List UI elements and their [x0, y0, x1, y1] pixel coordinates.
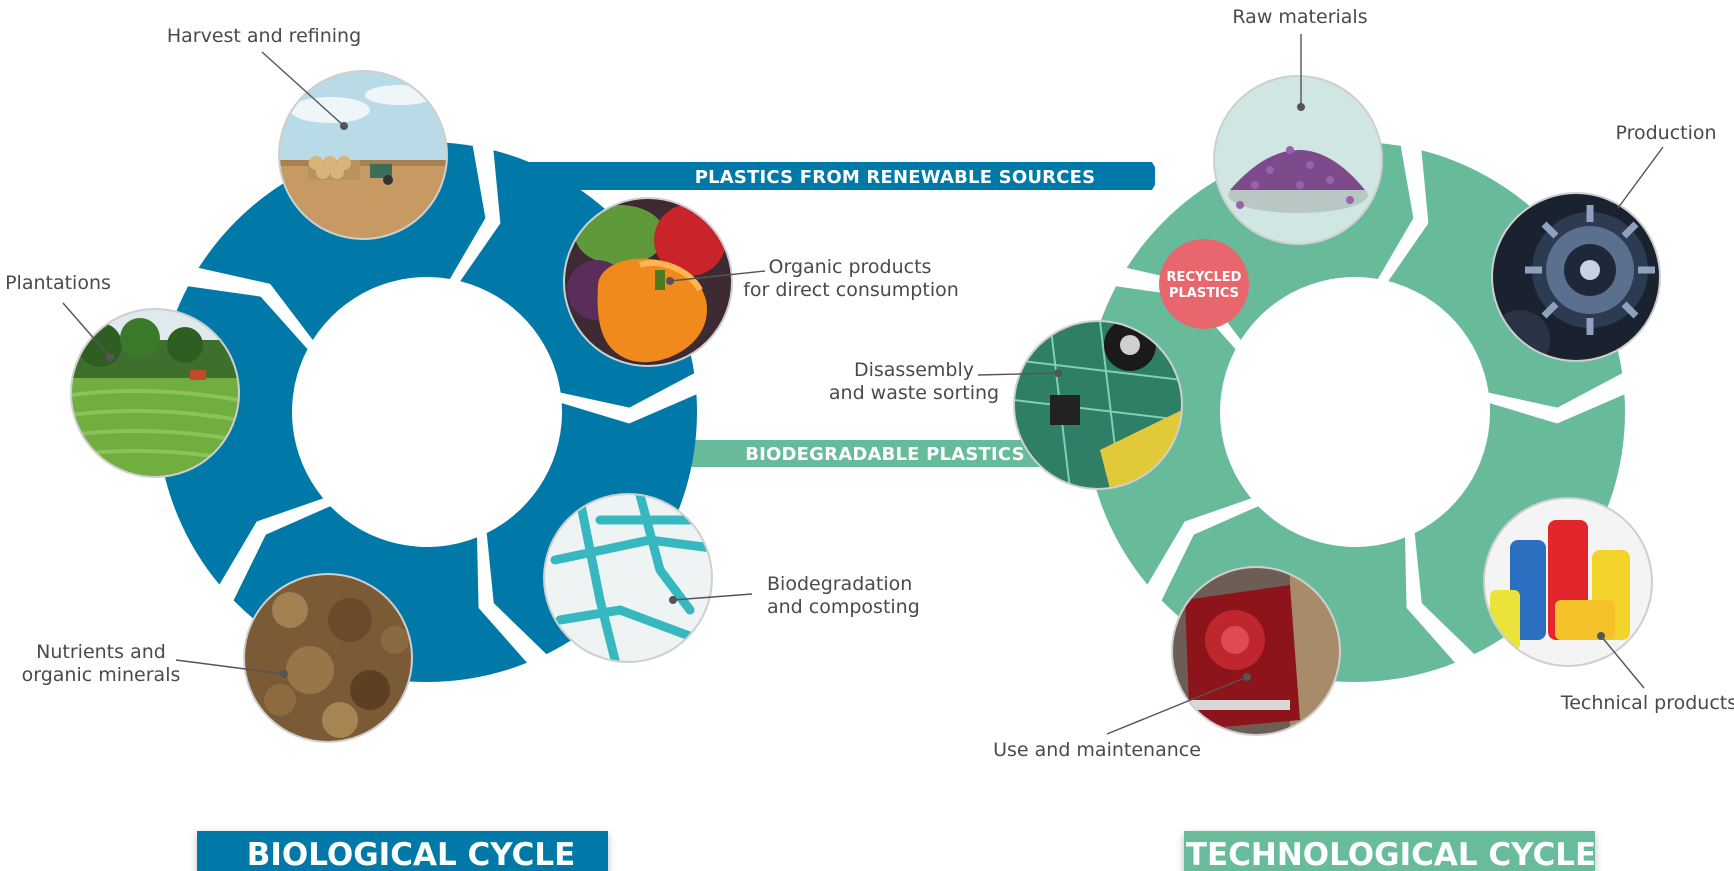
label-use: Use and maintenance — [993, 739, 1201, 761]
raw-materials-photo — [1213, 75, 1383, 245]
biological-cycle-title: BIOLOGICAL CYCLE — [197, 831, 608, 871]
harvest-photo — [278, 70, 448, 240]
badge-line-1: RECYCLED — [1167, 270, 1242, 285]
badge-line-2: PLASTICS — [1169, 286, 1239, 301]
technical-products-photo — [1483, 497, 1653, 667]
biodegradation-photo — [543, 493, 713, 663]
production-photo — [1491, 192, 1661, 362]
biodegradable-band-shape — [685, 440, 1048, 467]
technological-title-text: TECHNOLOGICAL CYCLE — [1186, 837, 1596, 871]
biodegradable-band-label: BIODEGRADABLE PLASTICS — [745, 444, 1025, 465]
label-nutrients-2: organic minerals — [22, 664, 181, 686]
leader-lines — [62, 34, 1664, 735]
label-nutrients-1: Nutrients and — [36, 641, 166, 663]
label-organic-1: Organic products — [769, 256, 932, 278]
technological-cycle-title: TECHNOLOGICAL CYCLE — [1184, 831, 1596, 871]
plantations-photo — [70, 308, 240, 478]
label-disassembly-1: Disassembly — [854, 359, 974, 381]
label-biodeg-2: and composting — [767, 596, 920, 618]
label-raw: Raw materials — [1232, 6, 1367, 28]
renewable-band-shape — [515, 162, 1155, 190]
label-technical: Technical products — [1560, 692, 1734, 714]
biological-title-text: BIOLOGICAL CYCLE — [247, 837, 576, 871]
organic-products-photo — [563, 197, 733, 367]
renewable-band-label: PLASTICS FROM RENEWABLE SOURCES — [695, 167, 1096, 188]
use-maintenance-photo — [1171, 566, 1341, 736]
label-disassembly-2: and waste sorting — [829, 382, 999, 404]
node-labels: Harvest and refining Organic products fo… — [5, 6, 1734, 761]
nutrients-photo — [243, 573, 413, 743]
recycled-plastics-badge: RECYCLED PLASTICS — [1159, 239, 1249, 329]
label-production: Production — [1615, 122, 1716, 144]
label-plantations: Plantations — [5, 272, 111, 294]
label-biodeg-1: Biodegradation — [767, 573, 912, 595]
disassembly-photo — [1013, 320, 1183, 490]
renewable-sources-band: PLASTICS FROM RENEWABLE SOURCES — [515, 162, 1163, 190]
label-organic-2: for direct consumption — [743, 279, 959, 301]
renewable-band-chevron — [1152, 162, 1163, 190]
biodegradable-band: BIODEGRADABLE PLASTICS — [684, 440, 1048, 467]
label-harvest: Harvest and refining — [167, 25, 361, 47]
